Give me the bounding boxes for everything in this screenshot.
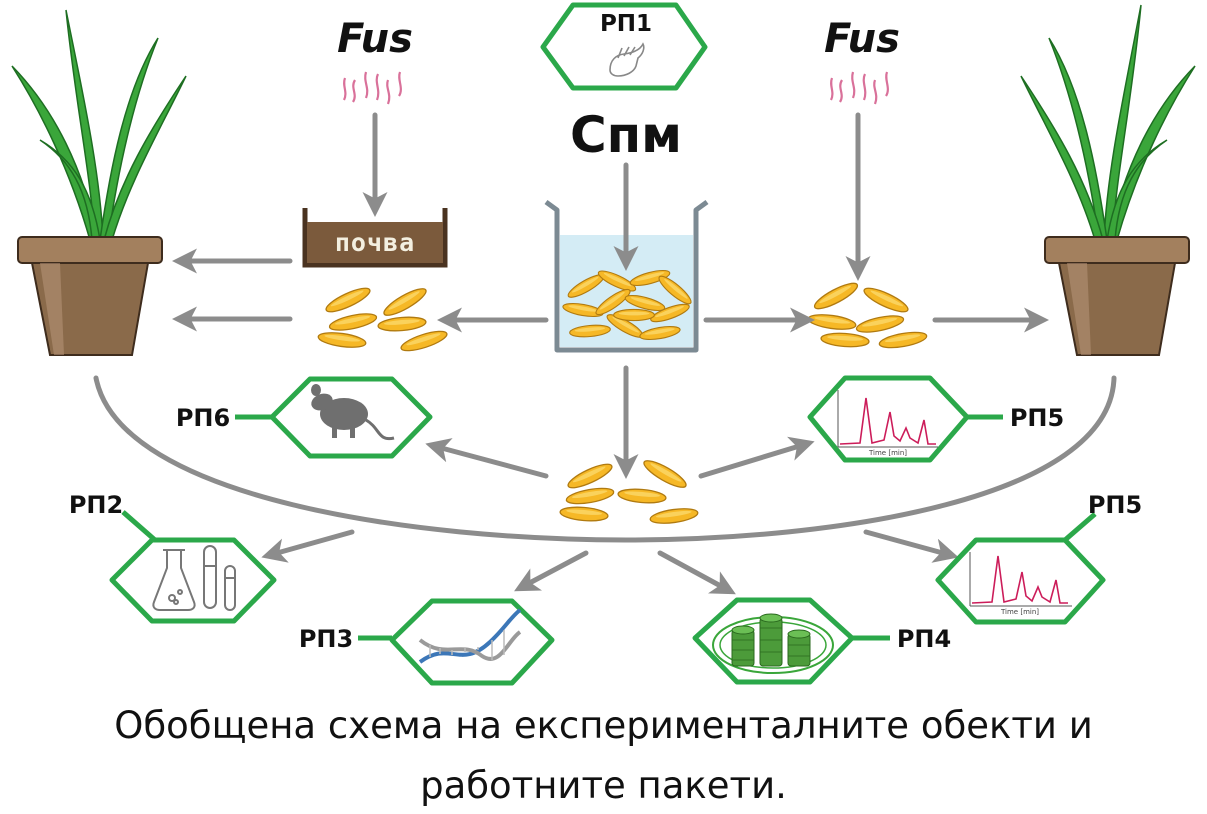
soil-box: почва — [302, 208, 448, 268]
wp4-label: РП4 — [897, 625, 951, 653]
plant-left-icon — [11, 9, 187, 356]
seed-cluster-left — [316, 283, 450, 356]
wp2-label: РП2 — [69, 491, 123, 519]
fungus-right-icon — [829, 71, 889, 105]
wp1-label: РП1 — [600, 11, 652, 37]
rat-icon — [311, 384, 395, 441]
caption-line-2: работните пакети. — [420, 764, 787, 807]
chart-axis-bottom-label: Time [min] — [1000, 608, 1039, 616]
soil-label: почва — [335, 228, 415, 257]
wp6-label: РП6 — [176, 404, 230, 432]
wp1-hexagon: РП1 — [540, 2, 708, 91]
chart-axis-top-label: Time [min] — [868, 449, 907, 457]
coins-icon — [712, 613, 834, 674]
dna-icon — [418, 608, 522, 664]
wp5-top-hexagon: РП5 Time [min] — [807, 375, 1064, 463]
caption-line-1: Обобщена схема на експерименталните обек… — [114, 704, 1093, 747]
wp6-hexagon: РП6 — [176, 376, 433, 459]
chromatogram-icon: Time [min] — [969, 552, 1072, 616]
flow-arrows — [172, 112, 1049, 595]
spm-label: Спм — [570, 106, 682, 164]
seed-cluster-center — [558, 455, 700, 527]
wp5-bottom-hexagon: РП5 Time [min] — [935, 491, 1142, 625]
fus-left-label: Fus — [337, 16, 413, 62]
wp2-hexagon: РП2 — [69, 491, 277, 624]
beaker-icon — [544, 199, 709, 353]
wp5-bottom-label: РП5 — [1088, 491, 1142, 519]
fus-right-label: Fus — [824, 16, 900, 62]
wp5-top-label: РП5 — [1010, 404, 1064, 432]
lab-glassware-icon — [152, 545, 236, 611]
wp3-hexagon: РП3 — [299, 598, 555, 686]
wp4-hexagon: РП4 — [692, 597, 951, 685]
seed-cluster-right — [806, 278, 929, 352]
chromatogram-icon: Time [min] — [837, 390, 938, 457]
fungus-left-icon — [342, 71, 402, 105]
plant-right-icon — [1020, 4, 1196, 356]
glove-icon — [609, 42, 645, 77]
wp3-label: РП3 — [299, 625, 353, 653]
arc-connector — [93, 375, 1117, 543]
